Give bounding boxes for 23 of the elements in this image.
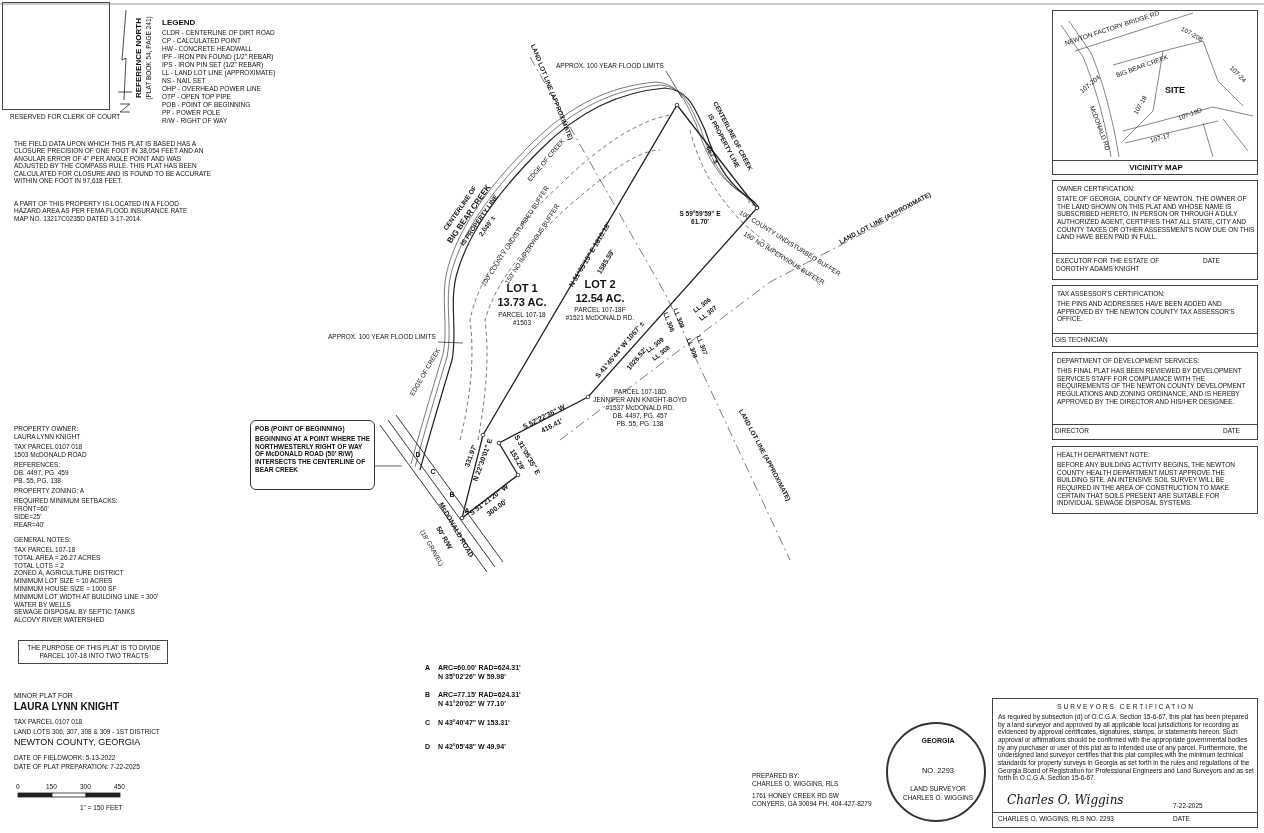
map-label: SITE: [1165, 84, 1185, 96]
surveyor-seal: [886, 722, 986, 822]
legend-heading: LEGEND: [162, 18, 196, 28]
north-label: REFERENCE NORTH: [134, 18, 144, 98]
county-name: NEWTON COUNTY, GEORGIA: [14, 737, 141, 748]
callout-box: [250, 420, 375, 490]
map-title: VICINITY MAP: [1128, 163, 1184, 173]
lot-area: 13.73 AC.: [497, 295, 547, 309]
lot-area: 12.54 AC.: [575, 291, 625, 305]
certification-panel: [992, 698, 1258, 828]
certification-panel: [1052, 352, 1258, 440]
note-box: [18, 640, 168, 664]
owner-name: LAURA LYNN KNIGHT: [14, 701, 119, 713]
vicinity-map-panel: [1052, 10, 1258, 175]
leader-line: [437, 341, 464, 344]
certification-panel: [1052, 285, 1258, 347]
lot-label: LOT 2: [584, 277, 616, 291]
clerk-box: [2, 2, 110, 110]
note-panel: [1052, 446, 1258, 514]
leader-line: [374, 465, 403, 467]
signature: Charles O. Wiggins: [1007, 793, 1125, 808]
leader-line: [665, 70, 683, 99]
certification-panel: [1052, 180, 1258, 280]
